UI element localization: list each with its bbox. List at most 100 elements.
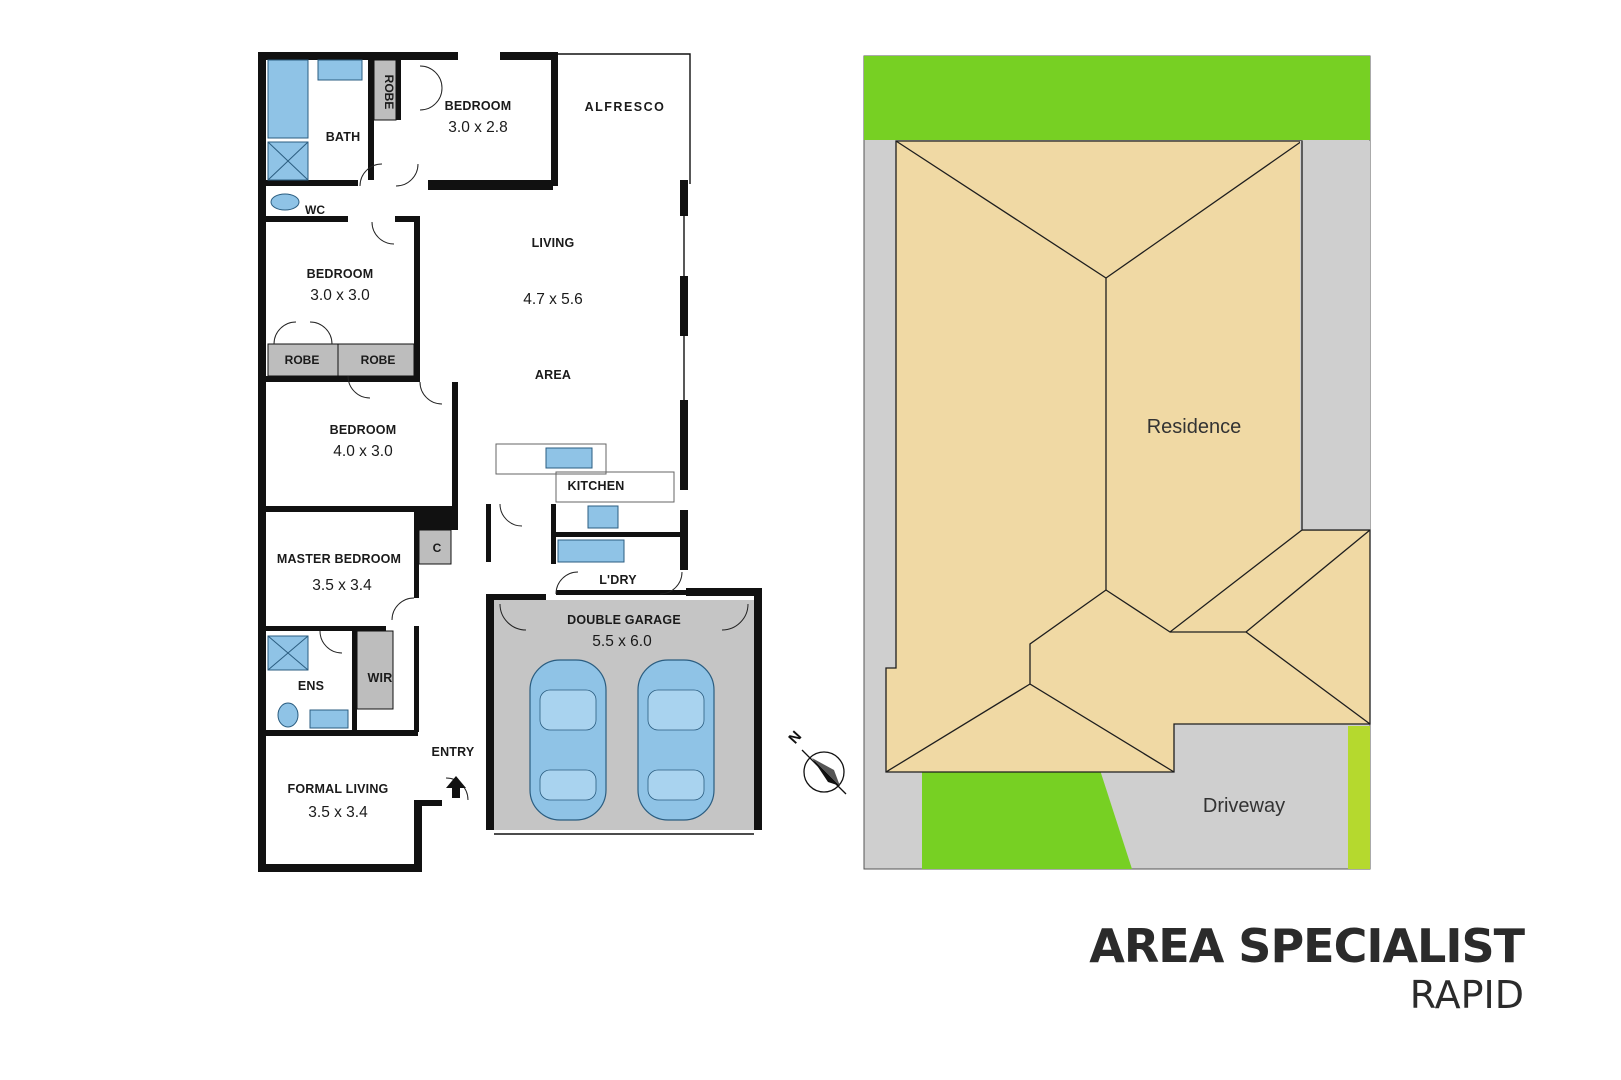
residence-label: Residence bbox=[1147, 416, 1242, 438]
door-swing bbox=[395, 163, 419, 187]
wall-kitchen-pantry bbox=[486, 504, 491, 562]
brand-logo: AREA SPECIALIST RAPID bbox=[1089, 919, 1526, 1017]
wall-bath-south bbox=[258, 180, 358, 186]
kitchen-sink bbox=[545, 447, 593, 469]
entry-arrow-icon bbox=[446, 776, 466, 798]
living-label: LIVING bbox=[532, 236, 575, 250]
wall-living-north bbox=[428, 184, 553, 190]
bedroom-top-label: BEDROOM bbox=[445, 99, 512, 113]
toilet-ens bbox=[277, 702, 299, 728]
wall-bed-mid-south bbox=[258, 376, 420, 382]
cooktop bbox=[587, 505, 619, 529]
wall-ens-south bbox=[258, 730, 418, 736]
wall-east-3 bbox=[680, 400, 688, 490]
wall-bed-top-south bbox=[428, 180, 553, 186]
car-left bbox=[529, 659, 607, 821]
robe-right-label: ROBE bbox=[361, 353, 396, 367]
wall-wir-west bbox=[352, 631, 357, 731]
front-hedge bbox=[1348, 726, 1370, 869]
vanity-ens bbox=[309, 709, 349, 729]
wall-bed-mid-east bbox=[414, 222, 420, 382]
living-size: 4.7 x 5.6 bbox=[523, 291, 582, 308]
wall-bath-east bbox=[368, 52, 374, 180]
wall-north-2 bbox=[500, 52, 558, 60]
door-swing bbox=[319, 630, 343, 654]
cupboard-label: C bbox=[433, 541, 442, 555]
bedroom-top-size: 3.0 x 2.8 bbox=[448, 119, 507, 136]
wall-laundry-south bbox=[556, 590, 686, 595]
kitchen-label: KITCHEN bbox=[568, 479, 625, 493]
wall-laundry-north bbox=[551, 532, 686, 537]
formal-living-size: 3.5 x 3.4 bbox=[308, 804, 368, 821]
laundry-tub bbox=[557, 539, 625, 563]
cupboard bbox=[418, 529, 452, 565]
door-swing bbox=[721, 603, 749, 631]
wall-bed-low-east bbox=[452, 382, 458, 512]
door-swing bbox=[359, 163, 383, 187]
master-bedroom-label: MASTER BEDROOM bbox=[277, 552, 401, 566]
door-swing bbox=[347, 375, 371, 399]
floor-plan: N BATH WC ROBE BEDROOM 3.0 x 2.8 ALFRESC… bbox=[258, 52, 847, 872]
front-lawn bbox=[922, 770, 1132, 869]
wall-garage-west bbox=[486, 598, 494, 830]
door-swing bbox=[499, 603, 527, 631]
wall-garage-north bbox=[486, 594, 546, 600]
wall-hall-1 bbox=[395, 216, 420, 222]
wall-west bbox=[258, 52, 266, 872]
door-swing bbox=[309, 321, 333, 345]
robe-top-label: ROBE bbox=[382, 75, 396, 110]
toilet-wc bbox=[270, 193, 300, 211]
wc-label: WC bbox=[305, 203, 325, 217]
wall-garage-north-2 bbox=[686, 588, 762, 596]
robe-left-label: ROBE bbox=[285, 353, 320, 367]
door-swing bbox=[419, 381, 443, 405]
wall-north bbox=[258, 52, 458, 60]
master-bedroom-size: 3.5 x 3.4 bbox=[312, 577, 372, 594]
bathtub bbox=[267, 59, 309, 139]
robe-top bbox=[373, 59, 397, 121]
robe-left bbox=[267, 343, 339, 377]
brand-name: AREA SPECIALIST bbox=[1089, 919, 1525, 973]
bath-label: BATH bbox=[326, 130, 361, 144]
site-plan: Residence Driveway bbox=[863, 55, 1371, 870]
compass-north-label: N bbox=[785, 728, 805, 747]
driveway-label: Driveway bbox=[1203, 795, 1285, 817]
wall-ens-east bbox=[414, 626, 419, 732]
wall-robe-east bbox=[396, 60, 401, 120]
wir-cabinet bbox=[356, 630, 394, 710]
wall-wc-south bbox=[258, 216, 348, 222]
wall-alfresco-side bbox=[551, 52, 558, 186]
brand-sub: RAPID bbox=[1410, 973, 1524, 1017]
wall-laundry-west bbox=[551, 504, 556, 564]
ens-label: ENS bbox=[298, 679, 324, 693]
wall-east-4 bbox=[680, 510, 688, 570]
kitchen-bench bbox=[555, 471, 675, 503]
car-right bbox=[637, 659, 715, 821]
wall-master-east bbox=[414, 530, 419, 598]
bedroom-mid-size: 3.0 x 3.0 bbox=[310, 287, 370, 304]
wall-entry-west bbox=[414, 800, 422, 872]
bedroom-low-size: 4.0 x 3.0 bbox=[333, 443, 393, 460]
wall-east-1 bbox=[680, 180, 688, 216]
alfresco-label: ALFRESCO bbox=[585, 100, 666, 114]
vanity-bath bbox=[317, 59, 363, 81]
wall-c-block bbox=[414, 512, 458, 530]
compass-icon bbox=[801, 749, 847, 795]
door-swing bbox=[273, 321, 297, 345]
rear-lawn bbox=[864, 56, 1370, 140]
robe-right bbox=[337, 343, 415, 377]
residence-roof bbox=[885, 140, 1371, 773]
door-swing bbox=[499, 503, 523, 527]
wall-south-formal bbox=[258, 864, 422, 872]
wall-bed-low-south bbox=[258, 506, 458, 512]
wall-entry-south bbox=[414, 800, 442, 806]
entry-label: ENTRY bbox=[432, 745, 475, 759]
formal-living-label: FORMAL LIVING bbox=[288, 782, 389, 796]
door-swing bbox=[659, 571, 683, 595]
bedroom-mid-label: BEDROOM bbox=[307, 267, 374, 281]
laundry-label: L'DRY bbox=[599, 573, 637, 587]
wir-label: WIR bbox=[368, 671, 393, 685]
door-swing bbox=[419, 65, 443, 111]
door-swing bbox=[371, 221, 395, 245]
